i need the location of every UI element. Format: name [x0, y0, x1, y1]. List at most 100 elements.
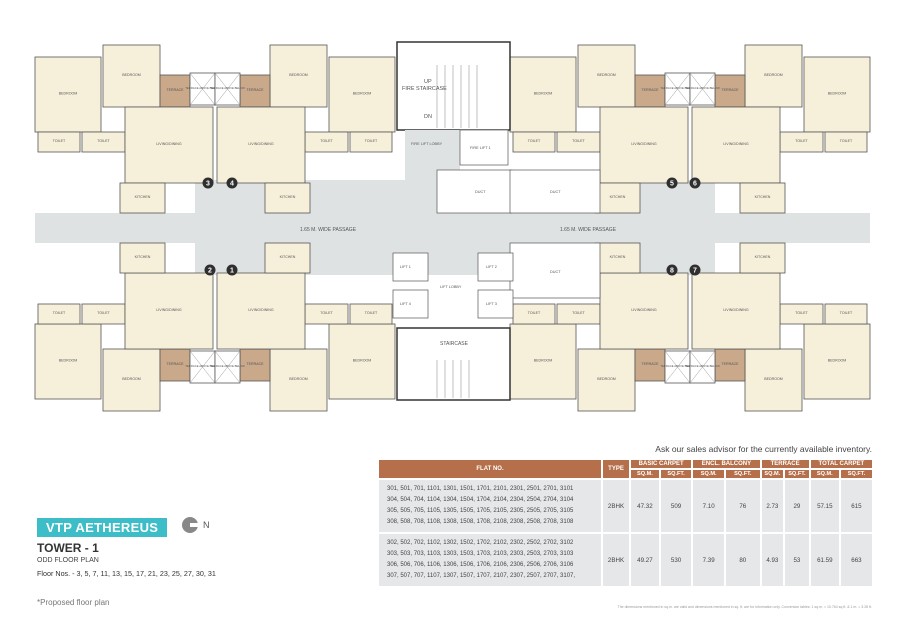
shaft-cross: [189, 350, 216, 384]
lift-1-label: LIFT 1: [400, 265, 411, 269]
room-kitchen: [594, 182, 641, 214]
room-label: TOILET: [528, 311, 541, 315]
room-kitchen: [739, 242, 786, 274]
flat-number: 4: [230, 181, 234, 188]
basic-sqft-cell: 509: [660, 480, 692, 532]
room-label: KITCHEN: [280, 255, 296, 259]
room-label: TOILET: [53, 139, 66, 143]
room-label: BEDROOM: [597, 73, 616, 77]
room-label: BEDROOM: [122, 377, 141, 381]
flat-list-line: 301, 501, 701, 1101, 1301, 1501, 1701, 2…: [387, 486, 574, 492]
header-sqft: SQ.FT.: [660, 470, 692, 478]
room-living: [216, 272, 306, 350]
header-sqft: SQ.FT.: [840, 470, 872, 478]
proposed-note: *Proposed floor plan: [37, 598, 110, 607]
room-toilet: [37, 131, 81, 153]
shaft-cross: [189, 72, 216, 106]
header-type: TYPE: [603, 460, 629, 478]
room-label: BEDROOM: [59, 359, 78, 363]
passage: [35, 213, 870, 243]
room-label: KITCHEN: [135, 255, 151, 259]
room-kitchen: [119, 242, 166, 274]
room-label: TERRACE: [246, 88, 264, 92]
plan-type: ODD FLOOR PLAN: [37, 557, 99, 564]
room-label: TOILET: [97, 311, 110, 315]
room-label: TERRACE ABOVE BELOW: [685, 364, 720, 368]
room-label: BEDROOM: [122, 73, 141, 77]
flat-number-badge: [689, 177, 701, 189]
room-label: TERRACE ABOVE BELOW: [685, 86, 720, 90]
room-label: TERRACE: [166, 362, 184, 366]
terrace-sqm-cell: 4.93: [761, 534, 784, 586]
room-toilet: [37, 303, 81, 325]
staircase-label: STAIRCASE: [440, 341, 469, 347]
basic-sqm-cell: 49.27: [631, 534, 659, 586]
header-sqm: SQ.M.: [693, 470, 724, 478]
header-basic-carpet: BASIC CARPET: [631, 460, 692, 468]
room-label: TERRACE: [721, 88, 739, 92]
flat-number: 7: [693, 268, 697, 275]
type-cell: 2BHK: [603, 534, 629, 586]
room-label: LIVING/DINING: [248, 308, 274, 312]
balcony-sqm-cell: 7.39: [693, 534, 724, 586]
room-bedroom: [34, 323, 102, 400]
room-label: TERRACE: [721, 362, 739, 366]
flat-list-line: 304, 504, 704, 1104, 1304, 1504, 1704, 2…: [387, 497, 574, 503]
room-kitchen: [119, 182, 166, 214]
room-label: TERRACE ABOVE BELOW: [660, 86, 695, 90]
room-label: LIVING/DINING: [156, 142, 182, 146]
balcony-sqm-cell: 7.10: [693, 480, 724, 532]
flat-number-badge: [226, 177, 238, 189]
room-living: [599, 272, 689, 350]
flat-number-badge: [666, 177, 678, 189]
room-living: [216, 106, 306, 184]
room-label: KITCHEN: [610, 255, 626, 259]
flat-list-line: 303, 503, 703, 1103, 1303, 1503, 1703, 2…: [387, 551, 574, 557]
table-row: 301, 501, 701, 1101, 1301, 1501, 1701, 2…: [379, 480, 872, 532]
header-terrace: TERRACE: [761, 460, 809, 468]
room-bedroom: [328, 323, 396, 400]
flat-number-badge: [202, 177, 214, 189]
flat-list-line: 307, 507, 707, 1107, 1307, 1507, 1707, 2…: [387, 573, 576, 579]
room-kitchen: [739, 182, 786, 214]
balcony-sqft-cell: 80: [725, 534, 760, 586]
room-label: TERRACE ABOVE BELOW: [185, 86, 220, 90]
flat-number: 2: [208, 268, 212, 275]
room-label: KITCHEN: [610, 195, 626, 199]
table-row: 302, 502, 702, 1102, 1302, 1502, 1702, 2…: [379, 534, 872, 586]
terrace-sqft-cell: 29: [785, 480, 809, 532]
lift-3-label: LIFT 3: [486, 302, 497, 306]
total-sqm-cell: 57.15: [810, 480, 839, 532]
passage-label: 1.65 M. WIDE PASSAGE: [300, 227, 357, 233]
flat-number: 5: [670, 181, 674, 188]
room-label: BEDROOM: [828, 359, 847, 363]
shaft-cross: [664, 72, 691, 106]
header-sqft: SQ.FT.: [725, 470, 760, 478]
room-label: KITCHEN: [280, 195, 296, 199]
room-kitchen: [594, 242, 641, 274]
fire-staircase-label: FIRE STAIRCASE: [402, 86, 447, 92]
room-label: TERRACE: [246, 362, 264, 366]
room-label: TOILET: [53, 311, 66, 315]
room-bedroom: [577, 44, 636, 108]
flat-number-badge: [666, 264, 678, 276]
room-bedroom: [509, 56, 577, 133]
flat-list-line: 302, 502, 702, 1102, 1302, 1502, 1702, 2…: [387, 540, 574, 546]
floor-numbers: Floor Nos. - 3, 5, 7, 11, 13, 15, 17, 21…: [37, 569, 216, 578]
room-label: LIVING/DINING: [156, 308, 182, 312]
room-living: [691, 272, 781, 350]
room-label: BEDROOM: [597, 377, 616, 381]
header-flat-no: FLAT NO.: [379, 460, 601, 478]
shaft-cross: [689, 350, 716, 384]
flat-number-badge: [226, 264, 238, 276]
room-label: BEDROOM: [828, 92, 847, 96]
room-toilet: [824, 131, 868, 153]
